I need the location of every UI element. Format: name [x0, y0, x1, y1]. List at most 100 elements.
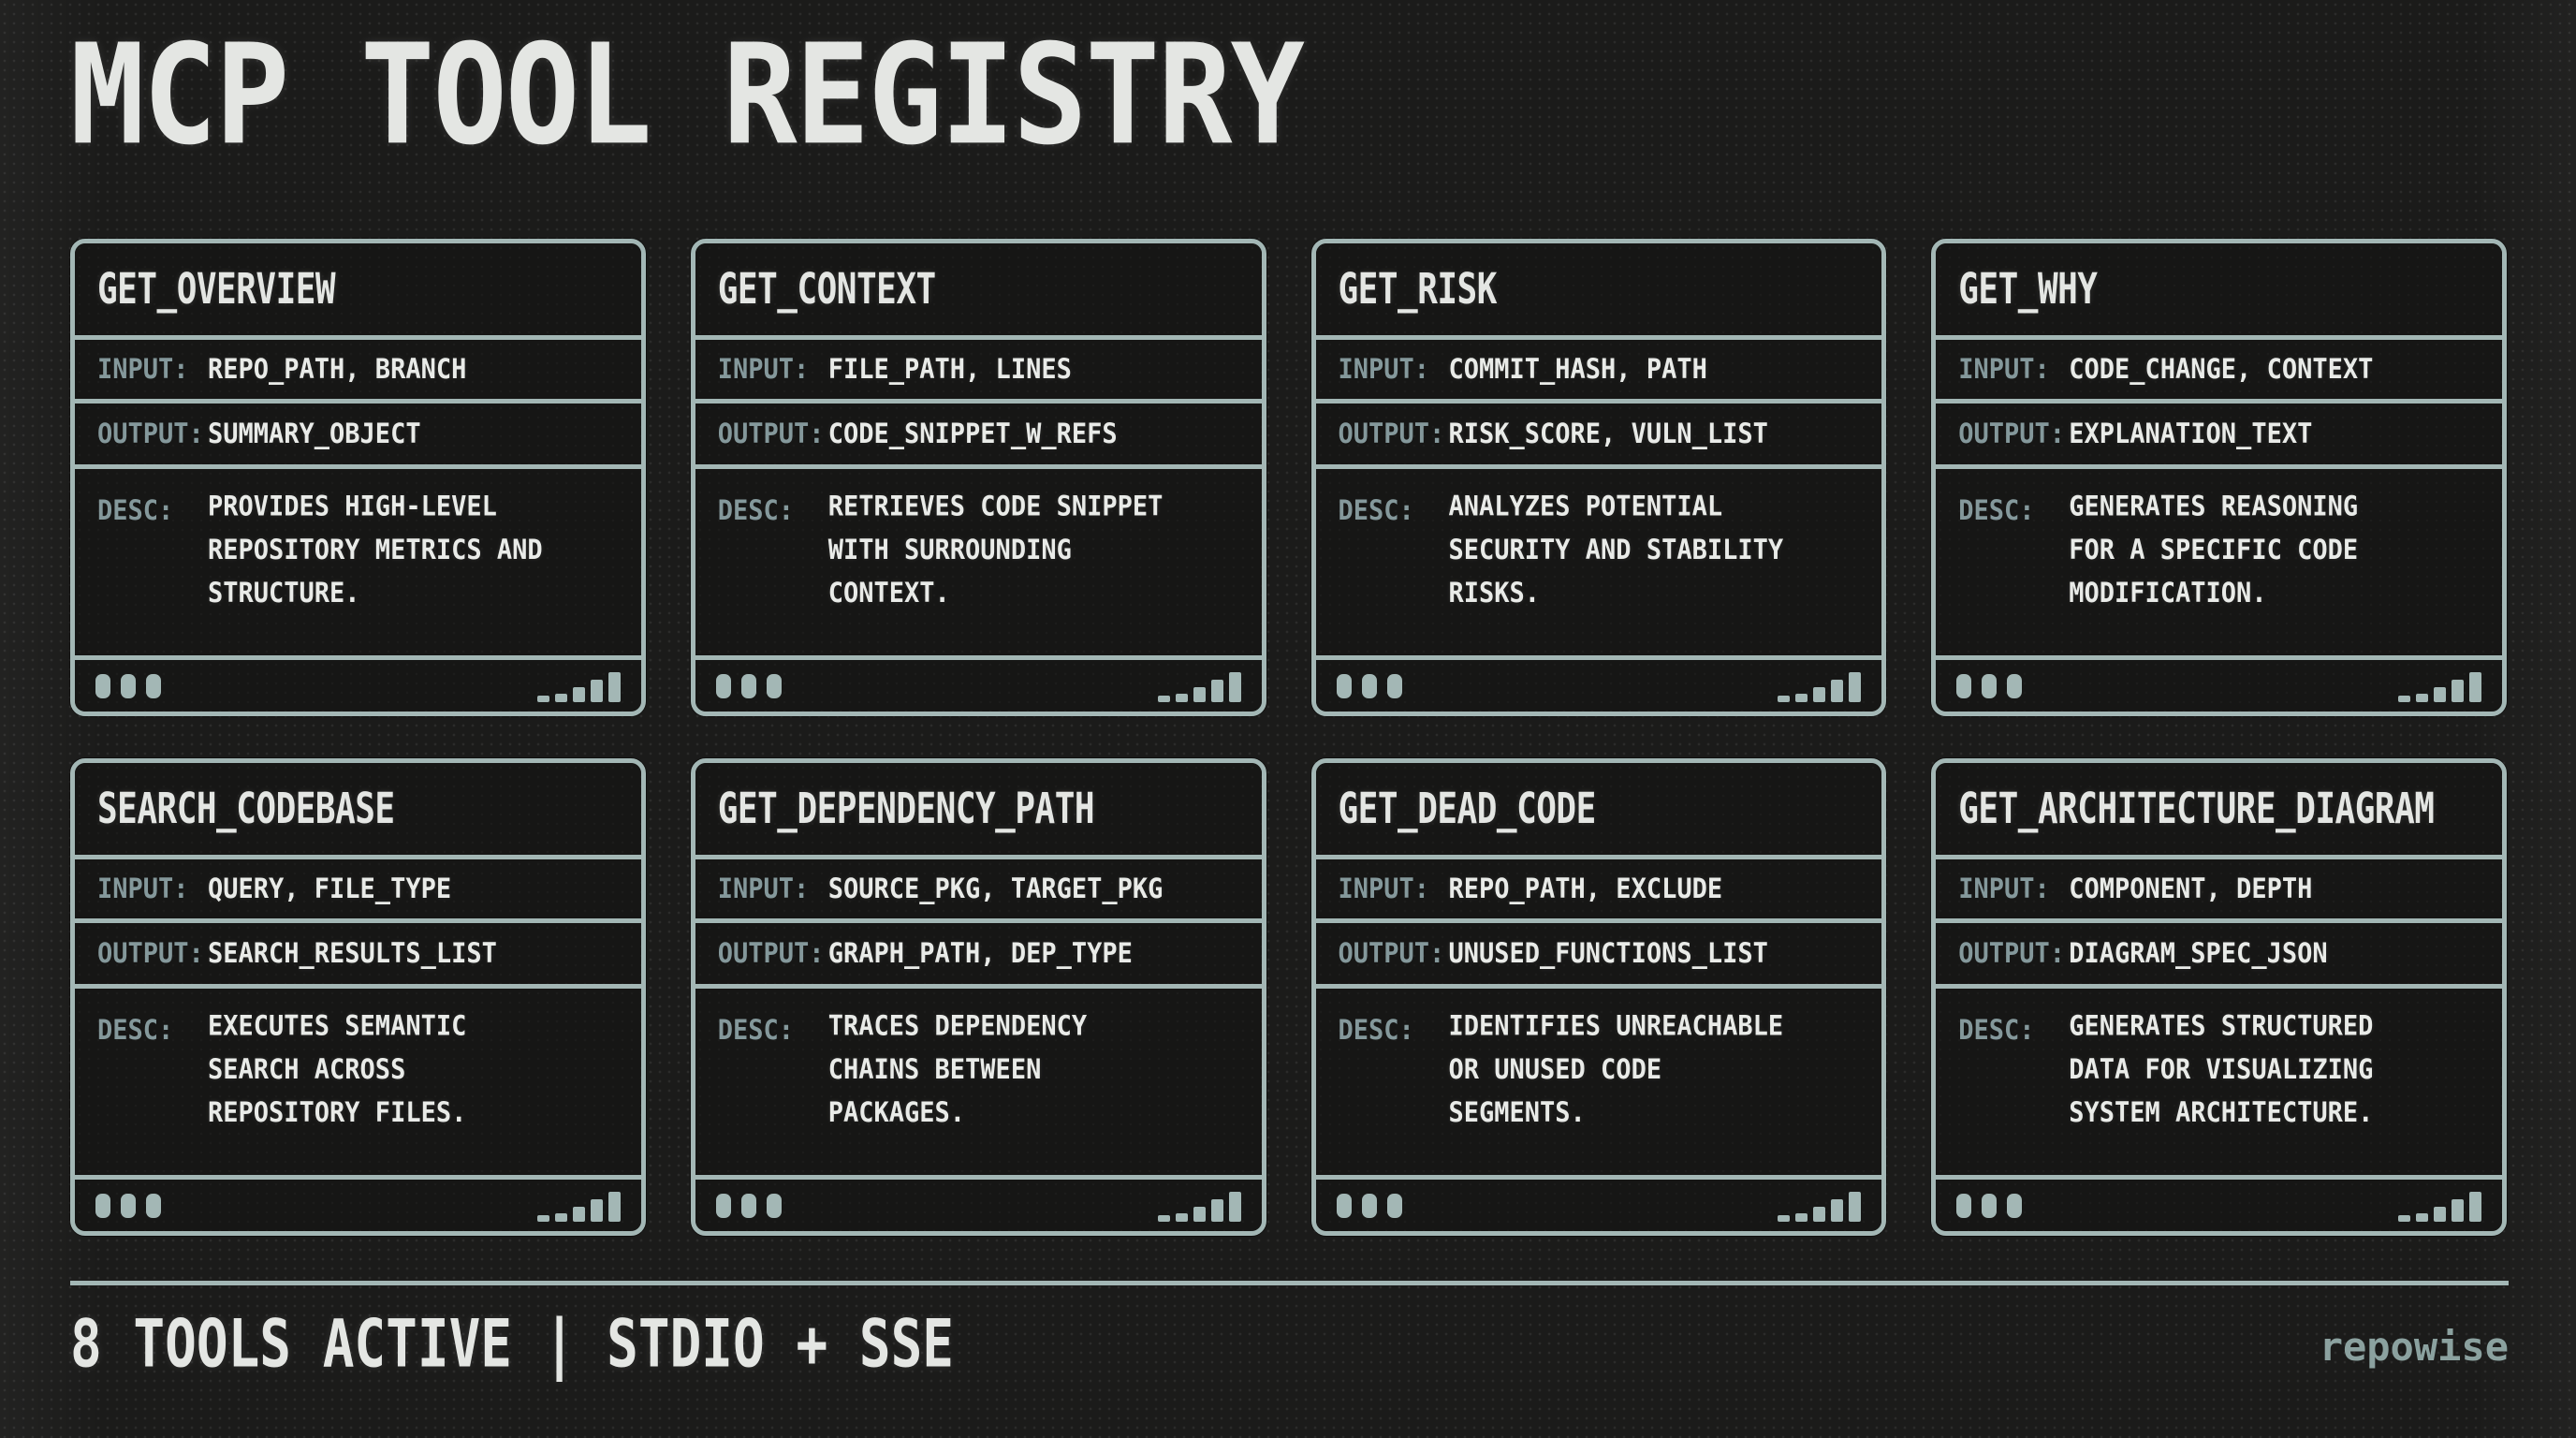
desc-label: DESC: [1958, 494, 2035, 527]
tool-card[interactable]: GET_RISK INPUT: COMMIT_HASH, PATH OUTPUT… [1310, 239, 1887, 716]
tool-card[interactable]: GET_WHY INPUT: CODE_CHANGE, CONTEXT OUTP… [1931, 239, 2507, 716]
desc-label: DESC: [1338, 494, 1414, 527]
tool-card-footer [695, 1175, 1262, 1231]
desc-label: DESC: [1338, 1014, 1414, 1047]
input-value: COMMIT_HASH, PATH [1448, 353, 1707, 386]
tool-card-footer [1936, 1175, 2502, 1231]
input-value: FILE_PATH, LINES [827, 353, 1072, 386]
signal-bars-icon [2398, 1190, 2481, 1222]
tool-output-row: OUTPUT: CODE_SNIPPET_W_REFS [695, 399, 1262, 464]
window-dots-icon [1336, 1193, 1402, 1218]
desc-label: DESC: [717, 494, 795, 527]
tool-card[interactable]: GET_CONTEXT INPUT: FILE_PATH, LINES OUTP… [690, 239, 1266, 716]
tool-card[interactable]: GET_OVERVIEW INPUT: REPO_PATH, BRANCH OU… [70, 239, 646, 716]
tool-desc-row: DESC: TRACES DEPENDENCY CHAINS BETWEEN P… [695, 984, 1262, 1175]
tool-card-header: GET_DEAD_CODE [1315, 763, 1882, 855]
tool-input-row: INPUT: FILE_PATH, LINES [695, 335, 1262, 399]
input-label: INPUT: [97, 353, 189, 386]
tool-output-row: OUTPUT: SUMMARY_OBJECT [75, 399, 641, 464]
output-label: OUTPUT: [1958, 418, 2066, 450]
output-label: OUTPUT: [97, 418, 204, 450]
tool-card-grid: GET_OVERVIEW INPUT: REPO_PATH, BRANCH OU… [70, 239, 2507, 1236]
tool-name: SEARCH_CODEBASE [97, 785, 395, 833]
desc-label: DESC: [1958, 1014, 2035, 1047]
tool-name: GET_OVERVIEW [97, 265, 336, 314]
tool-output-row: OUTPUT: UNUSED_FUNCTIONS_LIST [1315, 918, 1882, 984]
tool-input-row: INPUT: SOURCE_PKG, TARGET_PKG [695, 855, 1262, 918]
input-label: INPUT: [1338, 353, 1430, 386]
desc-value: ANALYZES POTENTIAL SECURITY AND STABILIT… [1448, 491, 1784, 609]
window-dots-icon [1336, 673, 1402, 698]
signal-bars-icon [536, 1190, 621, 1222]
tool-output-row: OUTPUT: EXPLANATION_TEXT [1936, 399, 2502, 464]
tool-card-footer [1315, 1175, 1882, 1231]
desc-value: TRACES DEPENDENCY CHAINS BETWEEN PACKAGE… [827, 1010, 1088, 1129]
input-value: QUERY, FILE_TYPE [208, 873, 452, 905]
input-value: CODE_CHANGE, CONTEXT [2069, 353, 2374, 386]
tool-name: GET_RISK [1338, 265, 1498, 314]
input-value: REPO_PATH, BRANCH [208, 353, 467, 386]
tool-desc-row: DESC: EXECUTES SEMANTIC SEARCH ACROSS RE… [75, 984, 641, 1175]
tool-card[interactable]: GET_DEPENDENCY_PATH INPUT: SOURCE_PKG, T… [690, 758, 1266, 1236]
desc-label: DESC: [717, 1014, 795, 1047]
tool-card-footer [1315, 655, 1882, 712]
desc-label: DESC: [97, 1014, 174, 1047]
output-label: OUTPUT: [717, 418, 825, 450]
signal-bars-icon [1157, 1190, 1241, 1222]
tool-card[interactable]: GET_DEAD_CODE INPUT: REPO_PATH, EXCLUDE … [1310, 758, 1887, 1236]
output-label: OUTPUT: [1338, 418, 1445, 450]
input-value: SOURCE_PKG, TARGET_PKG [827, 873, 1164, 905]
window-dots-icon [715, 1193, 782, 1218]
input-value: COMPONENT, DEPTH [2069, 873, 2313, 905]
tool-card-footer [695, 655, 1262, 712]
signal-bars-icon [1778, 1190, 1862, 1222]
desc-value: GENERATES STRUCTURED DATA FOR VISUALIZIN… [2069, 1010, 2374, 1129]
tool-input-row: INPUT: QUERY, FILE_TYPE [75, 855, 641, 918]
tool-card-header: GET_DEPENDENCY_PATH [695, 763, 1262, 855]
input-value: REPO_PATH, EXCLUDE [1448, 873, 1723, 905]
window-dots-icon [1956, 673, 2023, 698]
tool-output-row: OUTPUT: RISK_SCORE, VULN_LIST [1315, 399, 1882, 464]
footer-divider [70, 1281, 2509, 1285]
tool-card-footer [1936, 655, 2502, 712]
window-dots-icon [95, 1193, 161, 1218]
output-label: OUTPUT: [1958, 937, 2066, 970]
output-value: EXPLANATION_TEXT [2069, 418, 2313, 450]
input-label: INPUT: [717, 873, 810, 905]
desc-value: PROVIDES HIGH-LEVEL REPOSITORY METRICS A… [208, 491, 543, 609]
tool-input-row: INPUT: CODE_CHANGE, CONTEXT [1936, 335, 2502, 399]
window-dots-icon [1956, 1193, 2023, 1218]
tool-card-footer [75, 655, 641, 712]
desc-value: GENERATES REASONING FOR A SPECIFIC CODE … [2069, 491, 2359, 609]
tool-name: GET_CONTEXT [717, 265, 936, 314]
tool-name: GET_DEPENDENCY_PATH [717, 785, 1095, 833]
output-value: UNUSED_FUNCTIONS_LIST [1448, 937, 1768, 970]
desc-value: RETRIEVES CODE SNIPPET WITH SURROUNDING … [827, 491, 1164, 609]
tool-name: GET_ARCHITECTURE_DIAGRAM [1958, 785, 2435, 833]
output-value: RISK_SCORE, VULN_LIST [1448, 418, 1768, 450]
signal-bars-icon [2398, 670, 2481, 702]
brand-logo: repowise [2319, 1324, 2509, 1370]
signal-bars-icon [1157, 670, 1241, 702]
output-value: SEARCH_RESULTS_LIST [208, 937, 497, 970]
tool-desc-row: DESC: RETRIEVES CODE SNIPPET WITH SURROU… [695, 464, 1262, 655]
tool-card-header: GET_ARCHITECTURE_DIAGRAM [1936, 763, 2502, 855]
input-label: INPUT: [97, 873, 189, 905]
tool-desc-row: DESC: GENERATES STRUCTURED DATA FOR VISU… [1936, 984, 2502, 1175]
status-bar-text: 8 TOOLS ACTIVE | STDIO + SSE [70, 1306, 955, 1383]
tool-input-row: INPUT: REPO_PATH, EXCLUDE [1315, 855, 1882, 918]
output-label: OUTPUT: [1338, 937, 1445, 970]
tool-name: GET_WHY [1958, 265, 2098, 314]
tool-card-header: GET_RISK [1315, 243, 1882, 335]
input-label: INPUT: [717, 353, 810, 386]
tool-card[interactable]: GET_ARCHITECTURE_DIAGRAM INPUT: COMPONEN… [1931, 758, 2507, 1236]
output-value: DIAGRAM_SPEC_JSON [2069, 937, 2328, 970]
tool-card[interactable]: SEARCH_CODEBASE INPUT: QUERY, FILE_TYPE … [70, 758, 646, 1236]
window-dots-icon [715, 673, 782, 698]
tool-card-header: GET_OVERVIEW [75, 243, 641, 335]
tool-desc-row: DESC: ANALYZES POTENTIAL SECURITY AND ST… [1315, 464, 1882, 655]
tool-desc-row: DESC: IDENTIFIES UNREACHABLE OR UNUSED C… [1315, 984, 1882, 1175]
signal-bars-icon [1778, 670, 1862, 702]
tool-input-row: INPUT: REPO_PATH, BRANCH [75, 335, 641, 399]
tool-card-header: GET_WHY [1936, 243, 2502, 335]
